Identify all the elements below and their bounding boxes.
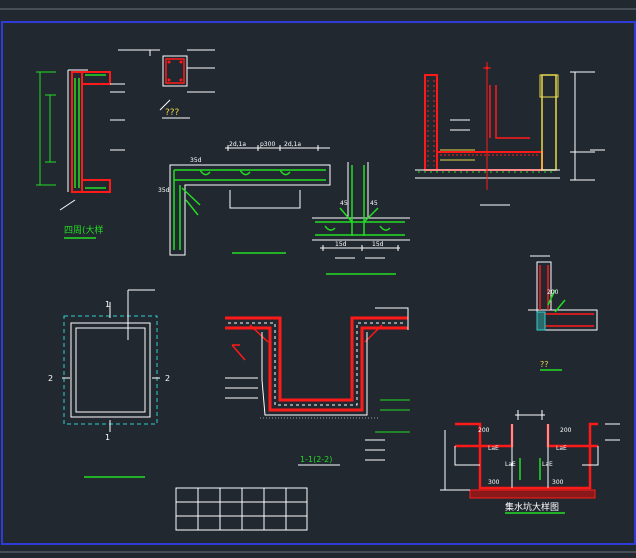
pit-dim-c: 300	[488, 479, 500, 486]
anchor-label-b: 15d	[372, 241, 384, 248]
pit-lae-3: LaE	[505, 461, 516, 468]
small-detail-label: ??	[540, 360, 549, 369]
plan-label-left: 2	[48, 374, 53, 383]
pit-title: 集水坑大样图	[505, 501, 559, 513]
plan-label-bottom: 1	[105, 433, 110, 442]
pit-lae-2: LaE	[556, 445, 567, 452]
pit-dim-d: 300	[552, 479, 564, 486]
pit-lae-4: LaE	[542, 461, 553, 468]
drawing-frame	[0, 8, 636, 553]
pit-dim-b: 200	[560, 427, 572, 434]
dim-label-c: 2d,1a	[284, 141, 301, 148]
schedule-table	[175, 487, 308, 531]
pit-section-1-1: 1-1(2-2)	[225, 307, 410, 466]
pit-plan: 1 1 2 2	[48, 289, 170, 478]
plan-label-right: 2	[165, 374, 170, 383]
anchor-label-a: 15d	[335, 241, 347, 248]
stirrup-label: 45	[340, 200, 348, 207]
sump-pit-detail: 200 200 300 300 LaE LaE LaE LaE 集水坑大样图	[440, 410, 620, 514]
plan-label-top: 1	[105, 300, 110, 309]
slab-junction-detail: 15d 15d 45 45	[312, 162, 410, 275]
section-title: 1-1(2-2)	[300, 455, 332, 464]
stirrup-label-2: 45	[370, 200, 378, 207]
lap-label-left: 35d	[190, 157, 202, 164]
dim-label-a: 2d,1a	[229, 141, 246, 148]
dim-label-b: p300	[260, 141, 275, 148]
lap-label-left2: 35d	[158, 187, 170, 194]
corner-wall-detail: 四周(大样	[36, 69, 125, 239]
column-section: ???	[118, 49, 215, 119]
beam-slab-detail: 2d,1a p300 2d,1a 35d 35d	[158, 141, 331, 256]
pit-lae-1: LaE	[488, 445, 499, 452]
pool-wall-section	[415, 62, 605, 206]
column-marks-label: ???	[165, 108, 180, 118]
corner-detail-title: 四周(大样	[64, 224, 104, 236]
pit-dim-a: 200	[478, 427, 490, 434]
small-dim-label: 200	[547, 289, 559, 296]
small-corner-detail: ?? 200	[528, 255, 598, 371]
